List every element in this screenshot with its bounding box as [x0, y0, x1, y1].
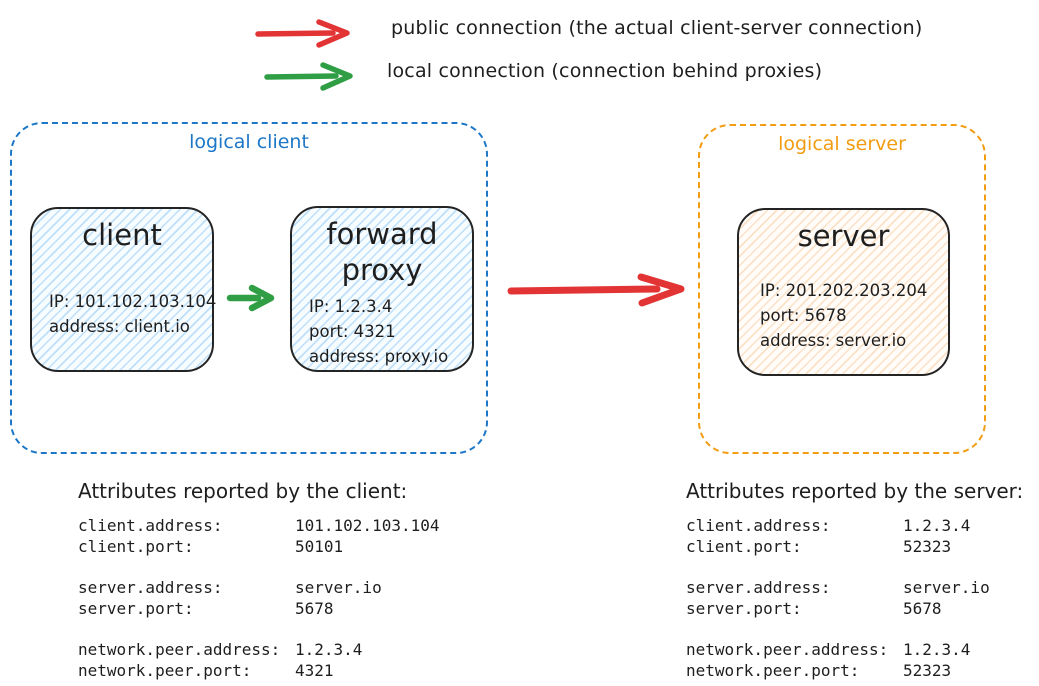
local-connection-arrow-icon	[225, 283, 279, 313]
legend-local-arrow-icon	[262, 60, 362, 92]
attr-row: server.port: 5678	[78, 599, 334, 618]
attr-row: network.peer.port: 4321	[78, 661, 334, 680]
client-address: address: client.io	[49, 317, 190, 336]
attr-row: server.address: server.io	[686, 578, 990, 597]
attributes-server-block: Attributes reported by the server: clien…	[686, 479, 1023, 686]
attr-row: server.address: server.io	[78, 578, 382, 597]
attr-row: network.peer.address: 1.2.3.4	[78, 640, 363, 659]
attributes-server-heading: Attributes reported by the server:	[686, 479, 1024, 503]
attributes-client-heading: Attributes reported by the client:	[78, 479, 408, 503]
proxy-ip: IP: 1.2.3.4	[309, 297, 393, 316]
server-ip: IP: 201.202.203.204	[760, 281, 928, 300]
legend-local-label: local connection (connection behind prox…	[387, 60, 823, 82]
attributes-client-rows: client.address: 101.102.103.104 client.p…	[78, 515, 440, 681]
attr-row: client.port: 50101	[78, 537, 344, 556]
legend-public-label: public connection (the actual client-ser…	[391, 17, 923, 39]
attr-row: client.port: 52323	[686, 537, 952, 556]
forward-proxy-node-title: forward proxy	[326, 217, 438, 288]
server-address: address: server.io	[760, 331, 907, 350]
attr-row: network.peer.port: 52323	[686, 661, 952, 680]
server-node-details: IP: 201.202.203.204 port: 5678 address: …	[760, 278, 927, 353]
proxy-address: address: proxy.io	[309, 347, 449, 366]
legend-public-arrow-icon	[253, 17, 359, 49]
forward-proxy-node: forward proxy IP: 1.2.3.4 port: 4321 add…	[290, 206, 474, 372]
attributes-client-block: Attributes reported by the client: clien…	[78, 479, 440, 686]
client-ip: IP: 101.102.103.104	[49, 292, 217, 311]
client-node: client IP: 101.102.103.104 address: clie…	[30, 207, 216, 372]
server-node-title: server	[797, 219, 890, 253]
client-node-title: client	[82, 218, 162, 252]
attr-row: server.port: 5678	[686, 599, 942, 618]
client-node-details: IP: 101.102.103.104 address: client.io	[49, 289, 216, 339]
attr-row: client.address: 1.2.3.4	[686, 516, 971, 535]
attr-row: client.address: 101.102.103.104	[78, 516, 440, 535]
logical-client-label: logical client	[189, 131, 309, 153]
logical-client-group: logical client	[10, 122, 488, 454]
attr-row: network.peer.address: 1.2.3.4	[686, 640, 971, 659]
logical-server-label: logical server	[778, 133, 906, 155]
proxy-port: port: 4321	[309, 322, 396, 341]
server-port: port: 5678	[760, 306, 847, 325]
attributes-server-rows: client.address: 1.2.3.4 client.port: 523…	[686, 515, 1023, 681]
public-connection-arrow-icon	[505, 272, 691, 308]
forward-proxy-node-details: IP: 1.2.3.4 port: 4321 address: proxy.io	[309, 294, 448, 369]
logical-server-group: logical server	[698, 124, 986, 454]
server-node: server IP: 201.202.203.204 port: 5678 ad…	[737, 208, 950, 376]
